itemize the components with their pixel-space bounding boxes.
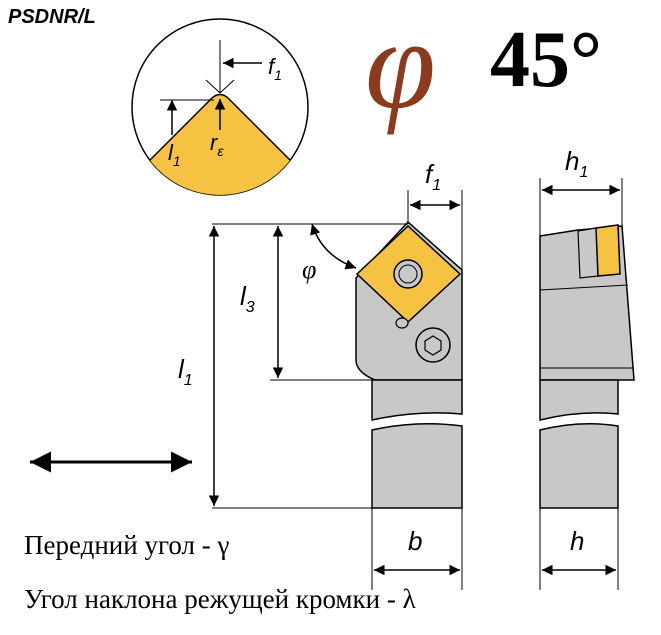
holder-top-view: f1 φ l3 l1 b <box>178 159 463 590</box>
holder-shank-lower <box>371 423 463 509</box>
holder-side-view: h1 h <box>539 146 635 590</box>
detail-r-label: rε <box>210 130 224 159</box>
l3-label: l3 <box>240 281 255 316</box>
tool-code-label: PSDNR/L <box>8 6 96 28</box>
f1-label: f1 <box>425 159 441 194</box>
b-label: b <box>408 526 422 556</box>
phi-label: φ <box>302 255 316 284</box>
side-clamp <box>577 227 599 279</box>
h-label: h <box>570 526 584 556</box>
holder-shank-upper <box>371 379 463 421</box>
side-shank-lower <box>539 423 619 509</box>
rake-angle-note: Передний угол - γ <box>24 530 230 560</box>
inclination-angle-note: Угол наклона режущей кромки - λ <box>24 584 416 614</box>
detail-f1-label: f1 <box>268 54 282 83</box>
detail-l1-label: l1 <box>168 140 181 169</box>
side-insert <box>595 224 621 277</box>
l1-label: l1 <box>178 354 193 389</box>
insert-detail: f1 l1 rε <box>131 18 309 196</box>
phi-arc <box>310 223 357 270</box>
h1-label: h1 <box>565 146 588 181</box>
side-shank-upper <box>539 379 619 421</box>
clamp-screw-hex <box>424 335 442 356</box>
clamp-screw <box>415 327 451 363</box>
approach-angle-value: 45° <box>490 16 602 104</box>
approach-angle-symbol: φ <box>365 0 436 135</box>
